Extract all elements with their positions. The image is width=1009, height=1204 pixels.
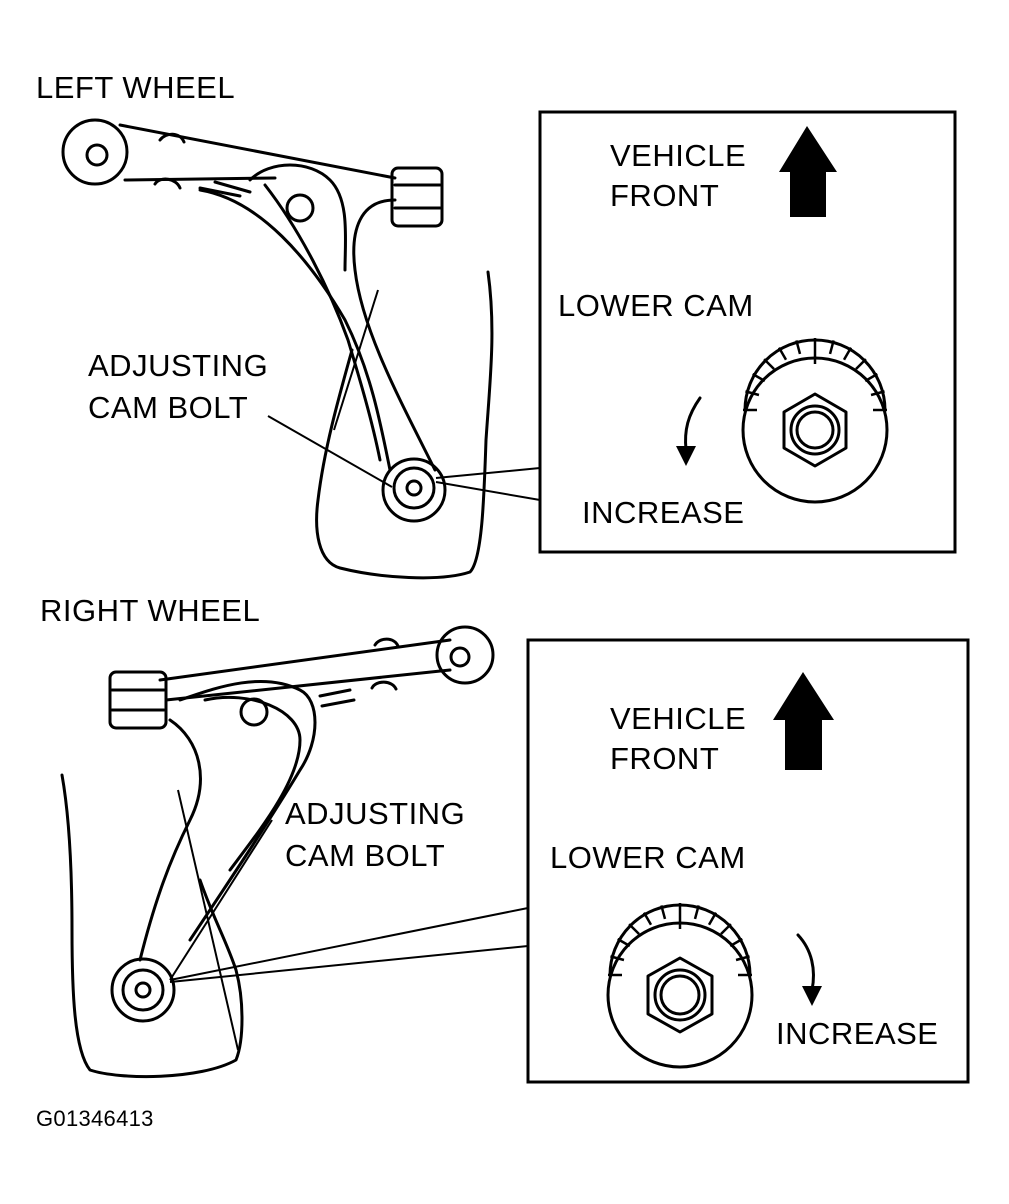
cam-tick <box>660 905 667 920</box>
cam-tick <box>720 923 732 935</box>
cam-tick <box>707 912 718 926</box>
left-cam-label: LOWER CAM <box>558 288 754 323</box>
right-callout-line-1: ADJUSTING <box>285 796 466 831</box>
left-direction-label-1: VEHICLE <box>610 138 747 173</box>
left-wheel-title: LEFT WHEEL <box>36 70 236 105</box>
left-increase-label: INCREASE <box>582 495 745 530</box>
left-callout-line-2: CAM BOLT <box>88 390 249 425</box>
right-wheel-title: RIGHT WHEEL <box>40 593 261 628</box>
figure-id: G01346413 <box>36 1106 154 1131</box>
right-increase-arrowhead <box>802 986 822 1006</box>
left-increase-arrowhead <box>676 446 696 466</box>
left-direction-label-2: FRONT <box>610 178 720 213</box>
left-control-arm <box>61 118 541 580</box>
cam-tick <box>828 340 835 355</box>
cam-tick <box>795 340 802 355</box>
left-vehicle-front-arrow <box>779 126 837 217</box>
cam-tick <box>777 347 788 361</box>
cam-tick <box>628 923 640 935</box>
cam-tick <box>842 347 853 361</box>
right-increase-label: INCREASE <box>776 1016 939 1051</box>
right-inset-box <box>526 638 970 1084</box>
cam-tick <box>763 358 775 370</box>
right-callout-line-2: CAM BOLT <box>285 838 446 873</box>
cam-tick <box>855 358 867 370</box>
left-inset-box <box>538 110 957 554</box>
left-callout-line-1: ADJUSTING <box>88 348 269 383</box>
right-direction-label-2: FRONT <box>610 741 720 776</box>
cam-tick <box>693 905 700 920</box>
right-vehicle-front-arrow <box>773 672 834 770</box>
right-cam-label: LOWER CAM <box>550 840 746 875</box>
right-direction-label-1: VEHICLE <box>610 701 747 736</box>
cam-tick <box>642 912 653 926</box>
right-control-arm <box>60 625 529 1079</box>
